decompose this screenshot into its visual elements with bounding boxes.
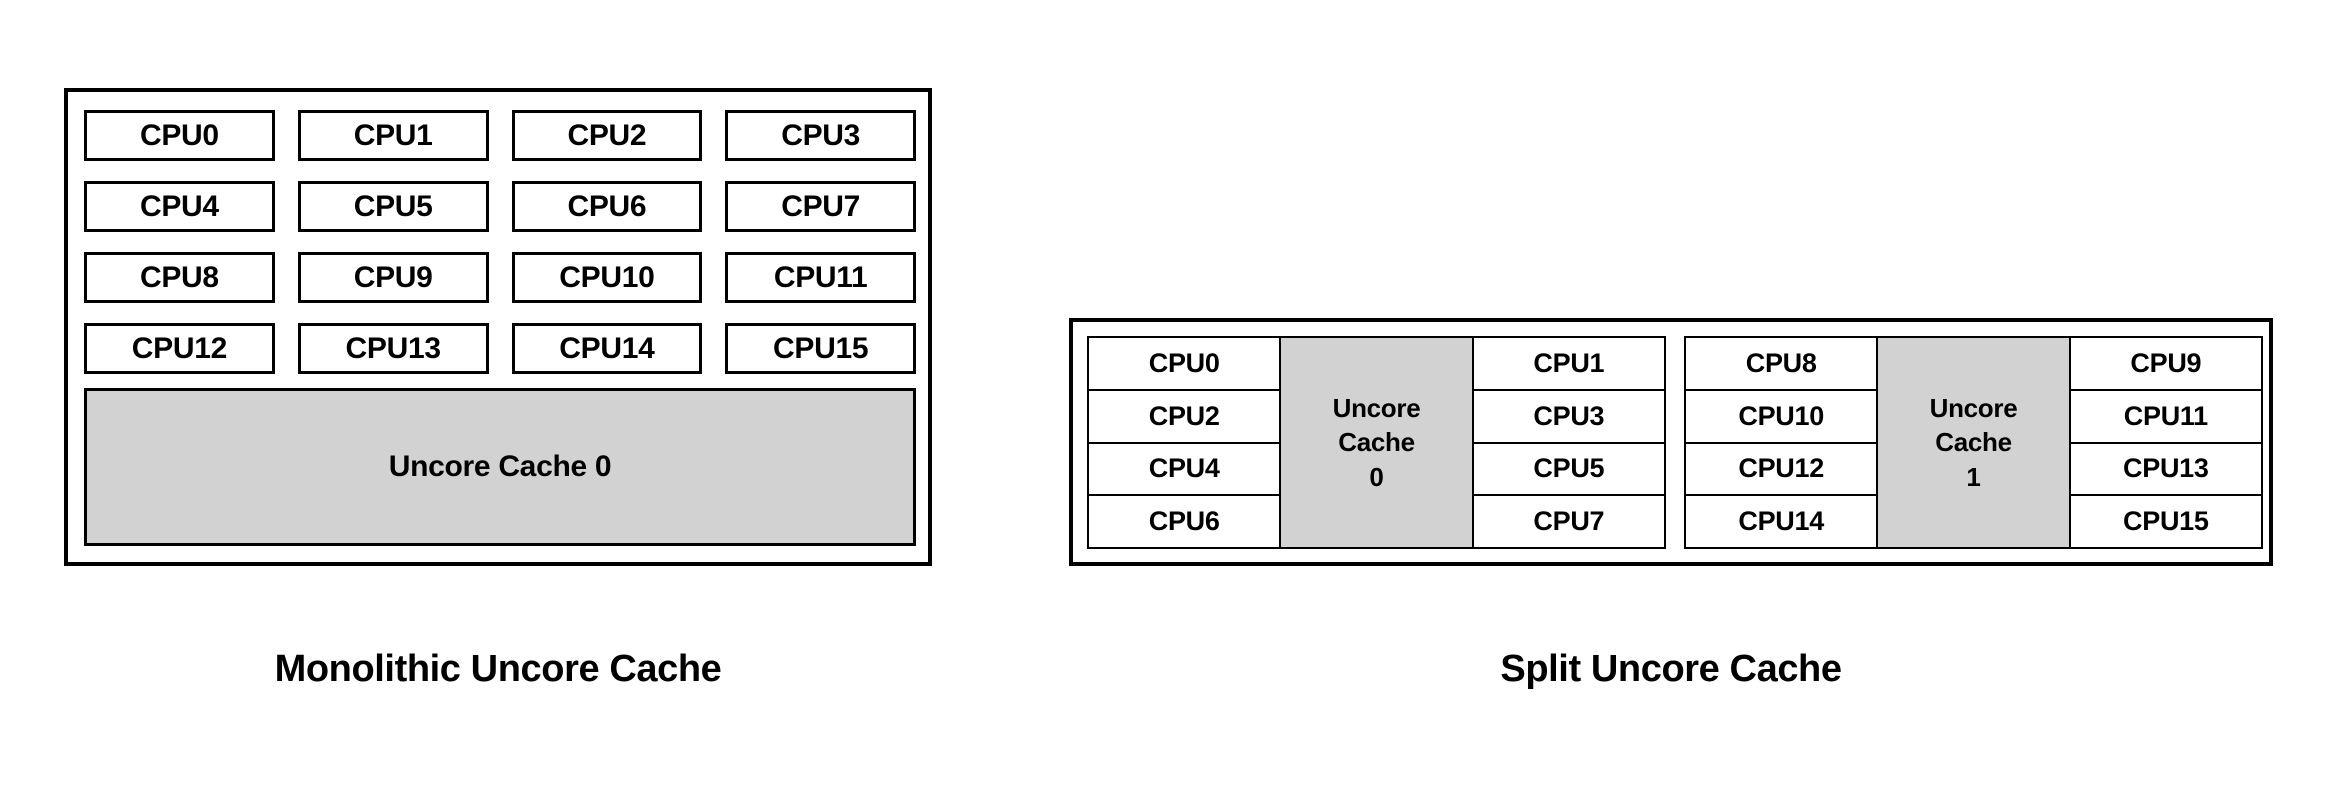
cpu-box[interactable]: CPU6 — [1087, 494, 1282, 549]
uncore-cache-index: 1 — [1966, 461, 1981, 492]
monolithic-uncore-cache-panel: CPU0 CPU1 CPU2 CPU3 CPU4 CPU5 CPU6 CPU7 … — [64, 88, 932, 566]
cpu-box[interactable]: CPU3 — [725, 110, 916, 161]
cpu-box[interactable]: CPU7 — [1471, 494, 1666, 549]
cpu-box[interactable]: CPU1 — [1471, 336, 1666, 391]
cpu-box[interactable]: CPU2 — [511, 110, 703, 161]
cpu-box[interactable]: CPU14 — [1684, 494, 1879, 549]
cpu-box[interactable]: CPU9 — [2068, 336, 2263, 391]
split-cache-domain-1: CPU8 CPU10 CPU12 CPU14 Uncore Cache 1 CP… — [1684, 336, 2263, 549]
cpu-box[interactable]: CPU13 — [2068, 441, 2263, 497]
cpu-box[interactable]: CPU12 — [84, 323, 275, 374]
cpu-box[interactable]: CPU15 — [725, 323, 916, 374]
cpu-box[interactable]: CPU4 — [1087, 441, 1282, 497]
cpu-box[interactable]: CPU7 — [725, 181, 916, 232]
cpu-box[interactable]: CPU5 — [1471, 441, 1666, 497]
monolithic-caption: Monolithic Uncore Cache — [274, 648, 722, 690]
cpu-box[interactable]: CPU13 — [297, 323, 489, 374]
cpu-box[interactable]: CPU12 — [1684, 441, 1879, 497]
cpu-box[interactable]: CPU0 — [84, 110, 275, 161]
uncore-cache-index: 0 — [1369, 461, 1384, 492]
cpu-box[interactable]: CPU0 — [1087, 336, 1282, 391]
cpu-box[interactable]: CPU10 — [1684, 388, 1879, 444]
uncore-cache-line-1: Uncore — [1929, 393, 2018, 424]
cpu-box[interactable]: CPU9 — [297, 252, 489, 303]
cpu-box[interactable]: CPU11 — [2068, 388, 2263, 444]
cpu-box[interactable]: CPU6 — [511, 181, 703, 232]
cpu-box[interactable]: CPU10 — [511, 252, 703, 303]
cpu-box[interactable]: CPU15 — [2068, 494, 2263, 549]
cpu-box[interactable]: CPU8 — [1684, 336, 1879, 391]
cpu-box[interactable]: CPU8 — [84, 252, 275, 303]
cpu-box[interactable]: CPU5 — [297, 181, 489, 232]
uncore-cache-line-2: Cache — [1935, 427, 2012, 458]
uncore-cache-block[interactable]: Uncore Cache 0 — [1279, 336, 1474, 549]
monolithic-cpu-grid: CPU0 CPU1 CPU2 CPU3 CPU4 CPU5 CPU6 CPU7 … — [84, 110, 916, 374]
split-caption: Split Uncore Cache — [1500, 648, 1842, 690]
split-cache-domain-0: CPU0 CPU2 CPU4 CPU6 Uncore Cache 0 CPU1 … — [1087, 336, 1666, 549]
cpu-box[interactable]: CPU11 — [725, 252, 916, 303]
uncore-cache-line-2: Cache — [1338, 427, 1415, 458]
cpu-box[interactable]: CPU4 — [84, 181, 275, 232]
uncore-cache-block[interactable]: Uncore Cache 0 — [84, 388, 916, 546]
uncore-cache-block[interactable]: Uncore Cache 1 — [1876, 336, 2071, 549]
cpu-box[interactable]: CPU3 — [1471, 388, 1666, 444]
cpu-box[interactable]: CPU1 — [297, 110, 489, 161]
cpu-box[interactable]: CPU2 — [1087, 388, 1282, 444]
uncore-cache-line-1: Uncore — [1332, 393, 1421, 424]
split-uncore-cache-panel: CPU0 CPU2 CPU4 CPU6 Uncore Cache 0 CPU1 … — [1069, 318, 2273, 566]
cpu-box[interactable]: CPU14 — [511, 323, 703, 374]
